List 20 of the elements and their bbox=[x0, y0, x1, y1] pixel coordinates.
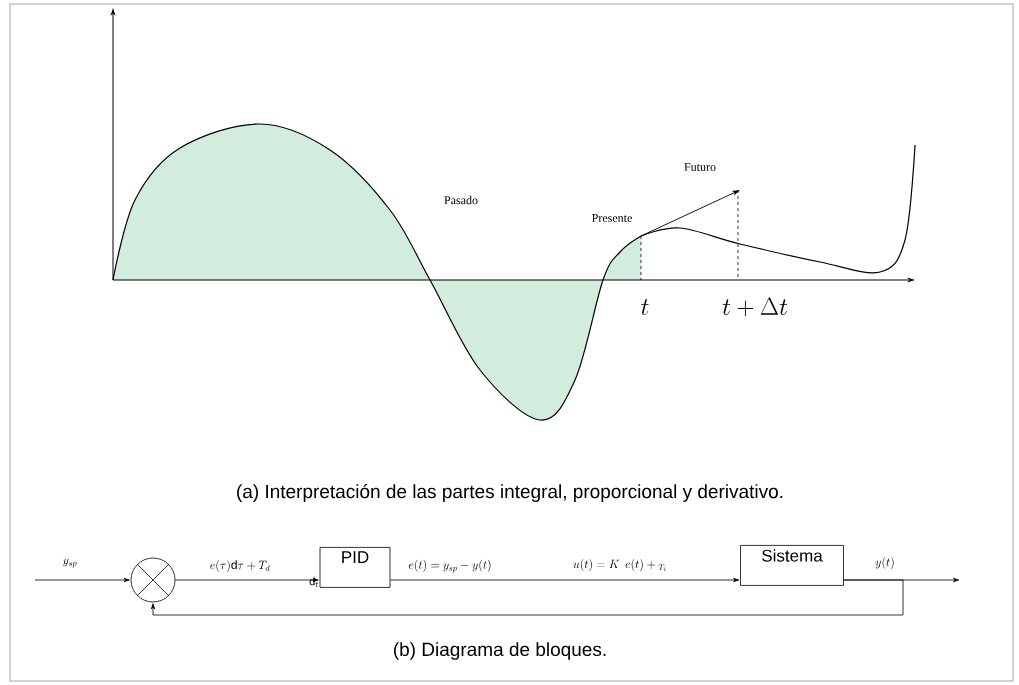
caption: (a) Interpretación de las partes integral, proporcional y derivativo. bbox=[237, 484, 783, 502]
process-box: PID bbox=[319, 547, 391, 588]
region-label: Futuro bbox=[684, 163, 716, 171]
axis-label: $t + \Delta t$ bbox=[722, 297, 788, 317]
arrow bbox=[175, 577, 319, 583]
edge-label: $y_{sp}$ bbox=[63, 558, 77, 568]
edge-label: $y(t)$ bbox=[875, 557, 894, 569]
arrow bbox=[390, 577, 740, 583]
axis-label: $t$ bbox=[641, 299, 649, 315]
feedback-arrow bbox=[150, 579, 904, 616]
edge-label: $e(\tau)\mathrm{d}\tau + T_d$ bbox=[210, 560, 270, 572]
region-label: Pasado bbox=[444, 195, 478, 205]
region-label: Presente bbox=[592, 214, 632, 222]
summing-junction bbox=[130, 557, 176, 603]
edge-label: $e(t) = y_{sp} - y(t)$ bbox=[408, 559, 491, 573]
formula-label: $u(t) = K\;\, e(t) + {}_{T_i}$ bbox=[573, 559, 666, 572]
formula-label: $\mathrm{d}_t$ bbox=[309, 577, 319, 587]
caption: (b) Diagrama de bloques. bbox=[394, 642, 606, 660]
process-box: Sistema bbox=[740, 545, 844, 586]
arrow bbox=[34, 577, 130, 583]
